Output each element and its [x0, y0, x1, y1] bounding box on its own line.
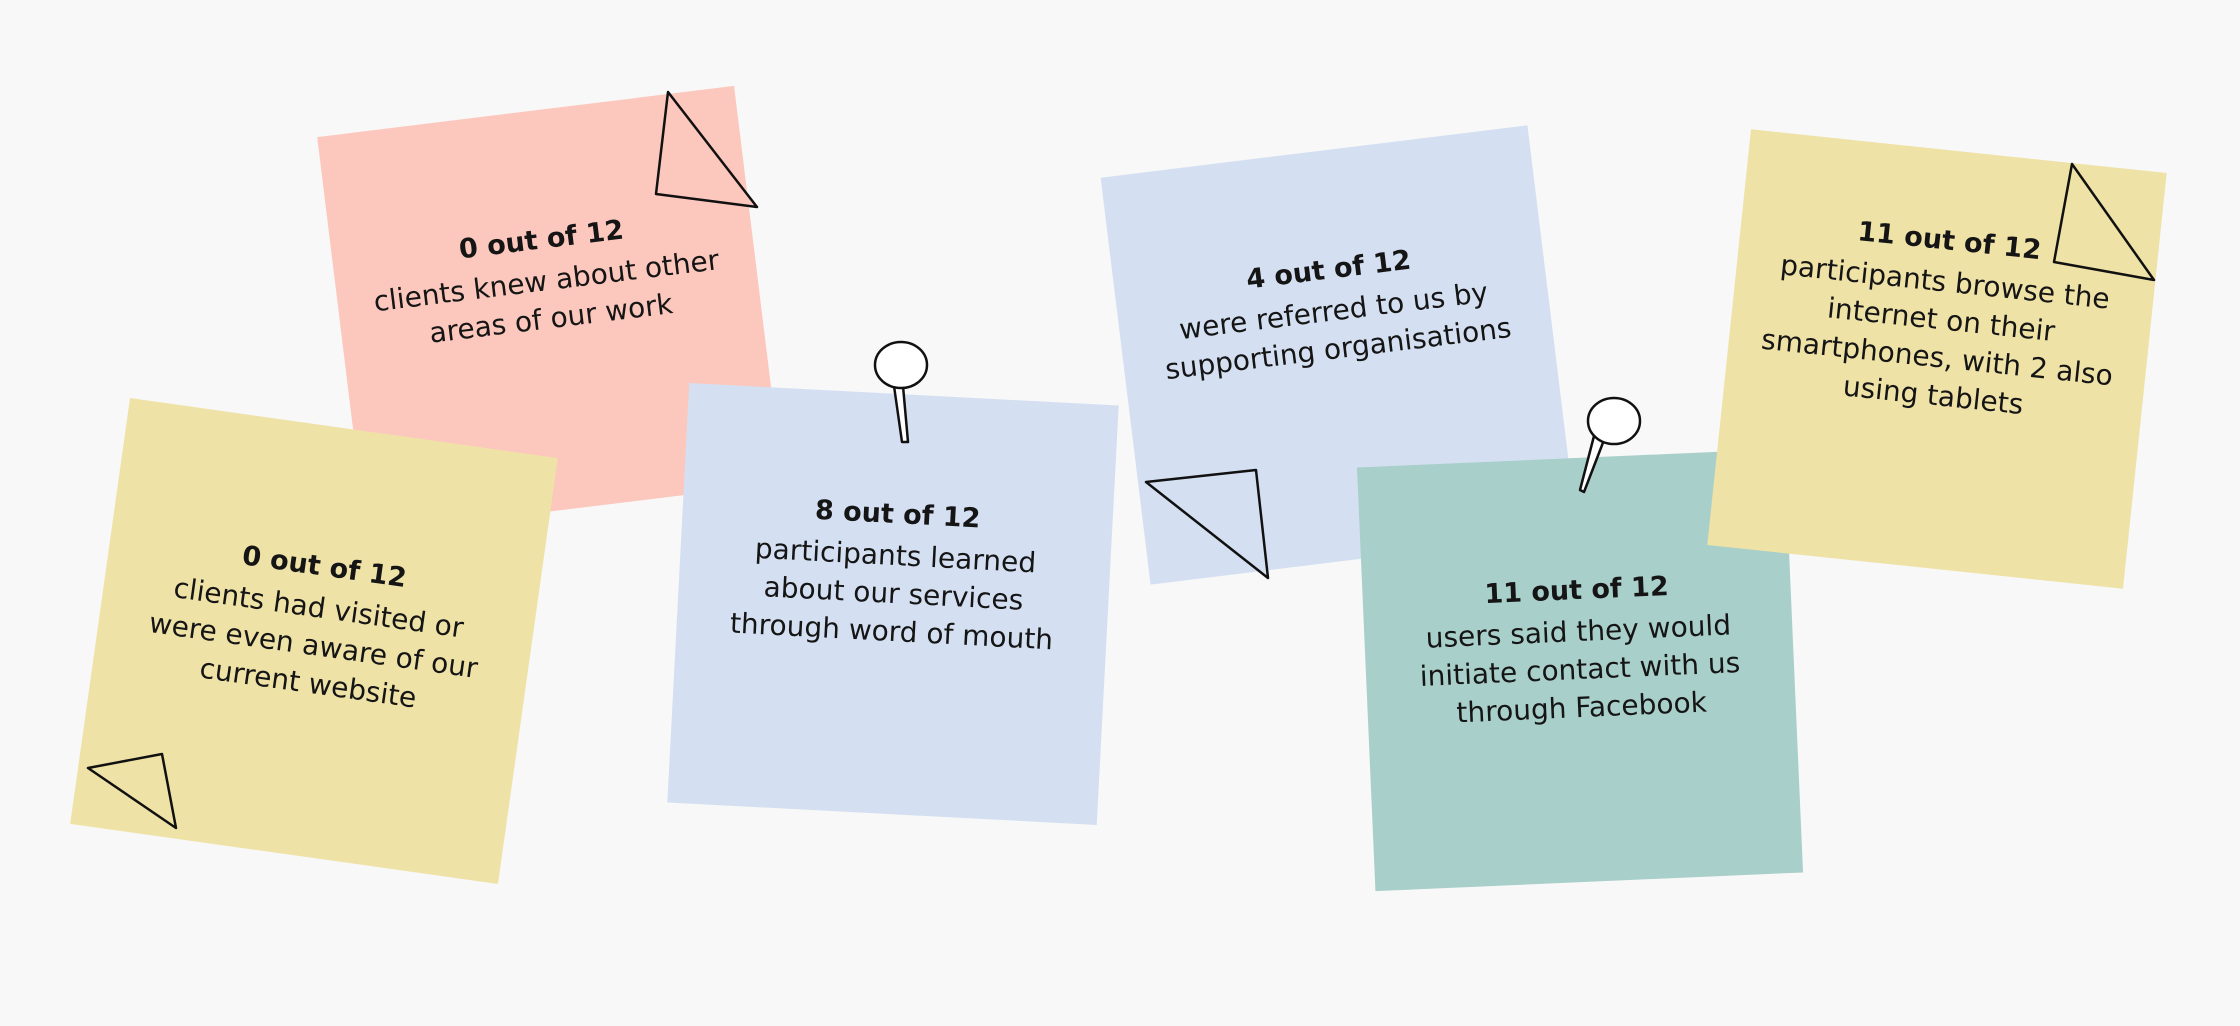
- note-description: participants learned about our services …: [729, 531, 1054, 657]
- note-description: clients had visited or were even aware o…: [147, 571, 480, 715]
- sticky-note-word-of-mouth: 8 out of 12 participants learned about o…: [667, 383, 1119, 825]
- note-description: participants browse the internet on thei…: [1759, 248, 2115, 422]
- note-description: users said they would initiate contact w…: [1419, 608, 1741, 730]
- sticky-note-website: 0 out of 12 clients had visited or were …: [70, 398, 558, 884]
- note-stat: 11 out of 12: [1483, 571, 1670, 611]
- note-description: clients knew about other areas of our wo…: [371, 243, 721, 350]
- sticky-note-smartphones: 11 out of 12 participants browse the int…: [1707, 129, 2167, 589]
- note-stat: 8 out of 12: [814, 494, 982, 535]
- note-description: were referred to us by supporting organi…: [1163, 275, 1514, 387]
